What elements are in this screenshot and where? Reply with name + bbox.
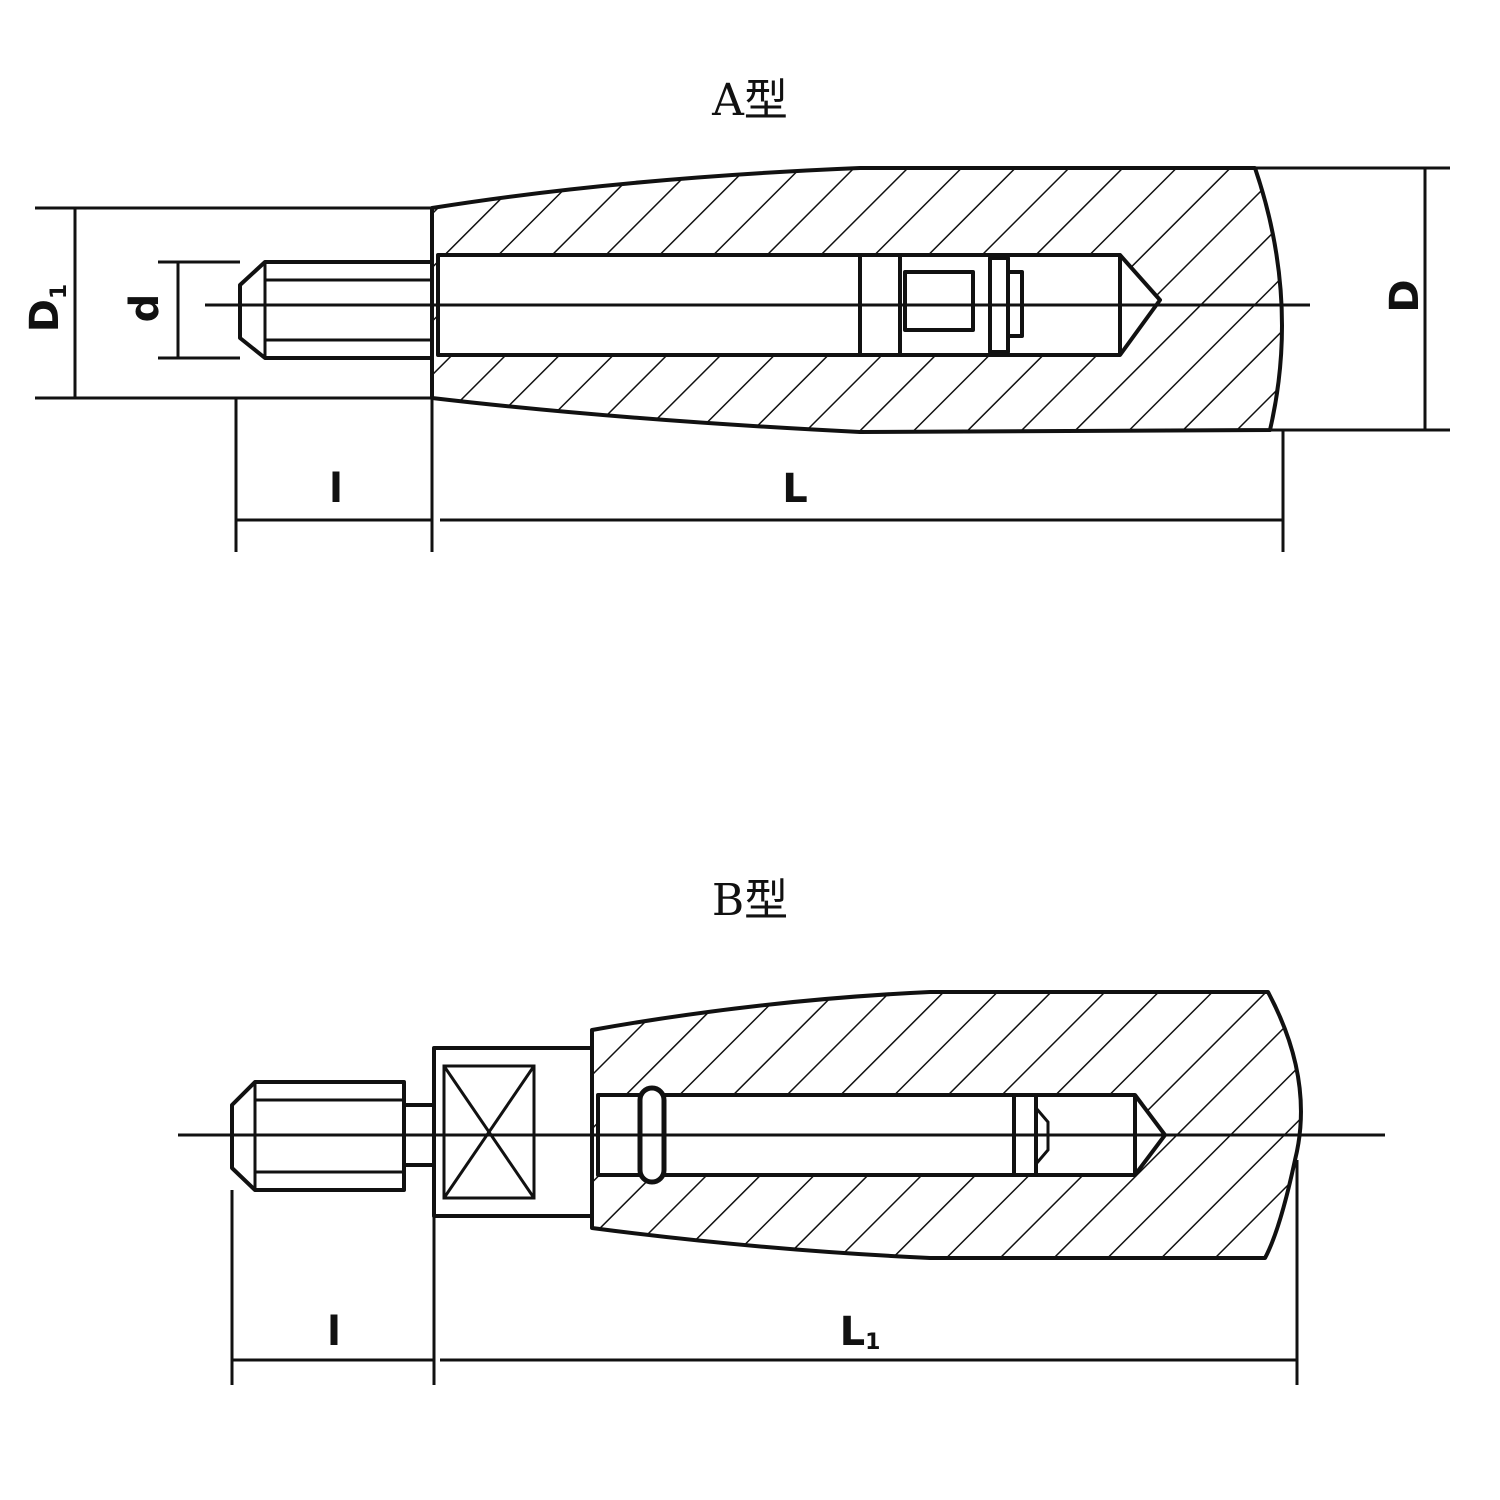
type-b-title: B型 (712, 875, 788, 926)
type-b-hex-collar (432, 1046, 594, 1218)
type-b-label-l: l (327, 1309, 341, 1355)
type-a-pin-shank (903, 270, 975, 332)
type-b-square-diag-2 (442, 1065, 536, 1199)
type-a-title: A型 (711, 75, 788, 126)
type-b-drawing: B型 l L1 (178, 875, 1385, 1385)
type-a-drawing: A型 D1 d D l (22, 75, 1450, 552)
type-b-label-l1: L1 (840, 1309, 881, 1355)
type-a-label-l: l (329, 466, 343, 512)
type-a-stud (238, 260, 434, 360)
type-a-label-d: d (122, 294, 168, 323)
type-a-label-bigl: L (782, 466, 808, 512)
type-a-label-d1: D1 (22, 284, 72, 333)
type-a-label-bigd: D (1382, 279, 1428, 312)
type-b-square-face (442, 1064, 536, 1200)
